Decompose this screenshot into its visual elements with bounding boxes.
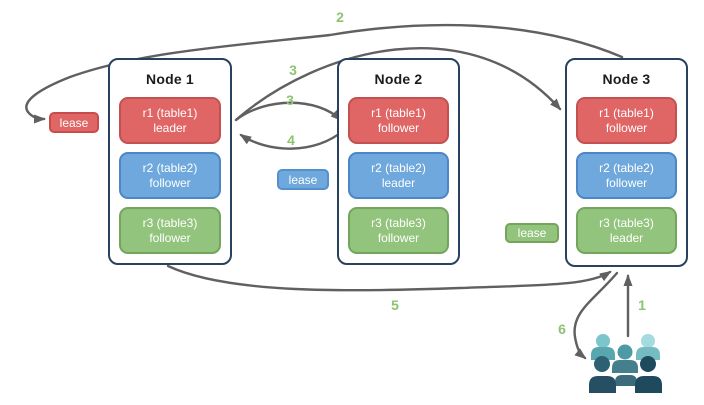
replica-range: r2 (table2) (371, 160, 426, 175)
arrow-step5 (166, 264, 612, 292)
node-2-replica-r2: r2 (table2) leader (348, 152, 449, 199)
node-2-title: Node 2 (374, 70, 423, 87)
replica-role: leader (153, 120, 187, 135)
lease-badge-r1: lease (49, 112, 99, 133)
replica-range: r3 (table3) (599, 215, 654, 230)
replica-role: follower (605, 120, 648, 135)
step-label-4: 4 (287, 132, 295, 148)
node-2: Node 2 r1 (table1) follower r2 (table2) … (337, 58, 460, 265)
node-3: Node 3 r1 (table1) follower r2 (table2) … (565, 58, 688, 267)
replica-range: r1 (table1) (142, 105, 198, 120)
replica-role: follower (149, 230, 191, 245)
node-3-title: Node 3 (602, 70, 651, 87)
node-3-replica-r3: r3 (table3) leader (576, 207, 677, 254)
step-label-5: 5 (391, 297, 399, 313)
replica-range: r1 (table1) (371, 105, 426, 120)
replica-range: r2 (table2) (599, 160, 654, 175)
replica-range: r1 (table1) (599, 105, 654, 120)
replica-range: r3 (table3) (142, 215, 198, 230)
replica-role: follower (149, 175, 191, 190)
replica-range: r3 (table3) (371, 215, 426, 230)
replica-range: r2 (table2) (142, 160, 198, 175)
replica-role: follower (377, 230, 420, 245)
node-3-replica-r2: r2 (table2) follower (576, 152, 677, 199)
step-label-3b: 3 (286, 92, 294, 108)
node-3-replica-r1: r1 (table1) follower (576, 97, 677, 144)
users-icon (589, 334, 662, 393)
step-label-3a: 3 (289, 62, 297, 78)
replica-role: follower (377, 120, 420, 135)
lease-badge-r2: lease (277, 169, 329, 190)
node-1-replica-r1: r1 (table1) leader (119, 97, 221, 144)
replica-role: follower (605, 175, 648, 190)
step-label-2: 2 (336, 9, 344, 25)
node-1-replica-r3: r3 (table3) follower (119, 207, 221, 254)
step-label-6: 6 (558, 321, 566, 337)
node-1-title: Node 1 (146, 70, 194, 87)
node-1-replica-r2: r2 (table2) follower (119, 152, 221, 199)
node-2-replica-r1: r1 (table1) follower (348, 97, 449, 144)
replica-role: leader (609, 230, 644, 245)
lease-badge-r3: lease (505, 223, 559, 243)
replica-role: leader (381, 175, 416, 190)
step-label-1: 1 (638, 297, 646, 313)
node-2-replica-r3: r3 (table3) follower (348, 207, 449, 254)
node-1: Node 1 r1 (table1) leader r2 (table2) fo… (108, 58, 232, 265)
